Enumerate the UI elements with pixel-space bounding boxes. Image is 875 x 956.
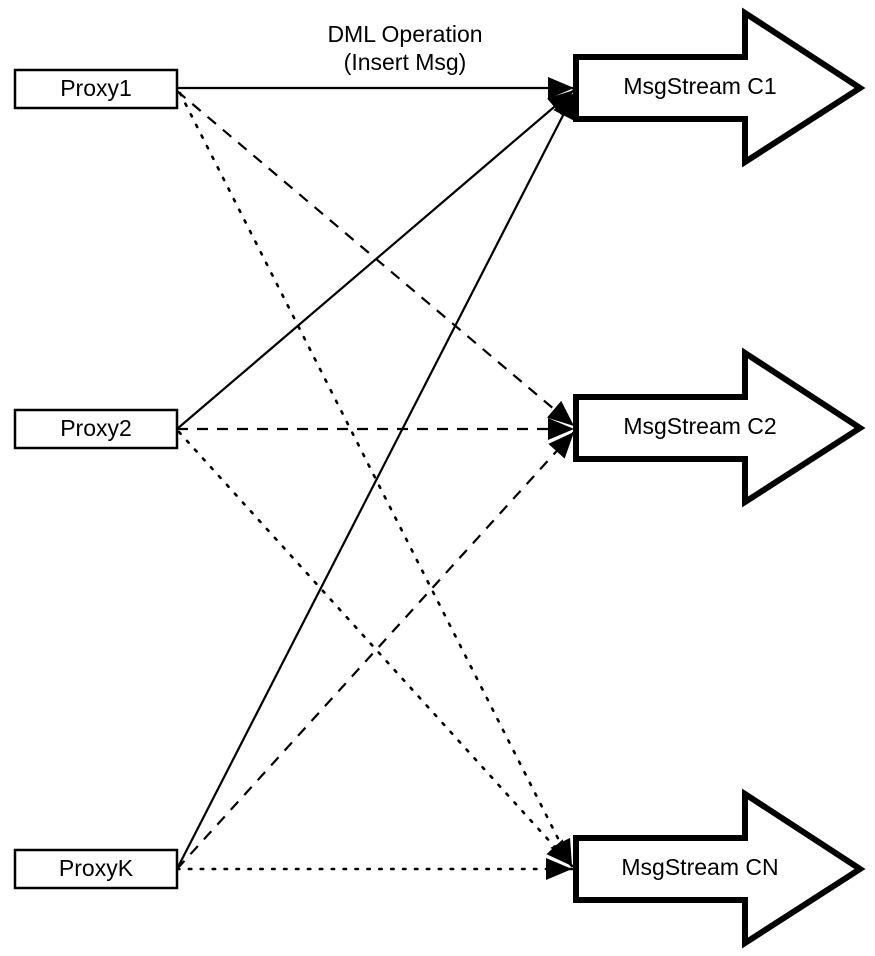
stream-label-stream_cn: MsgStream CN (621, 854, 778, 880)
arrowheads-layer (546, 77, 575, 880)
arrowhead-p1-c1 (548, 77, 574, 99)
stream-node-stream_cn[interactable]: MsgStream CN (573, 788, 866, 949)
stream-arrow-shape-stream_cn (573, 788, 866, 949)
proxy-node-proxyk[interactable]: ProxyK (13, 848, 179, 890)
proxy-box-proxyk (13, 848, 179, 890)
annotations-layer: DML Operation(Insert Msg) (327, 21, 482, 75)
proxy-node-proxy2[interactable]: Proxy2 (13, 408, 179, 450)
proxy-label-proxyk: ProxyK (59, 855, 134, 881)
stream-label-stream_c2: MsgStream C2 (623, 413, 776, 439)
link-p1-cn (178, 91, 574, 868)
stream-arrow-shape-stream_c2 (573, 347, 866, 508)
link-p1-c2 (176, 90, 575, 427)
arrowhead-pk-c2 (548, 432, 574, 459)
annotation-dml-line1: DML Operation (327, 21, 482, 47)
stream-label-stream_c1: MsgStream C1 (623, 73, 776, 99)
arrowhead-pk-c1 (553, 92, 575, 121)
arrowhead-p2-cn (546, 839, 572, 866)
proxy-box-proxy2 (13, 408, 179, 450)
arrowhead-p2-c1 (547, 90, 574, 116)
proxy-node-proxy1[interactable]: Proxy1 (13, 68, 179, 110)
arrowhead-p2-c2 (548, 418, 574, 440)
streams-layer: MsgStream C1 MsgStream C2 MsgStream CN (573, 7, 866, 949)
proxy-label-proxy1: Proxy1 (60, 75, 132, 101)
stream-node-stream_c1[interactable]: MsgStream C1 (573, 7, 866, 168)
annotation-dml-line2: (Insert Msg) (344, 49, 467, 75)
link-p2-cn (177, 430, 574, 868)
proxy-box-proxy1 (13, 68, 179, 110)
stream-arrow-shape-stream_c1 (573, 7, 866, 168)
proxy-label-proxy2: Proxy2 (60, 415, 132, 441)
arrowhead-pk-cn (546, 858, 572, 880)
arrowhead-p1-c2 (547, 400, 574, 426)
link-pk-c1 (176, 91, 576, 870)
link-p2-c1 (176, 89, 575, 430)
links-layer (175, 86, 576, 871)
stream-node-stream_c2[interactable]: MsgStream C2 (573, 347, 866, 508)
